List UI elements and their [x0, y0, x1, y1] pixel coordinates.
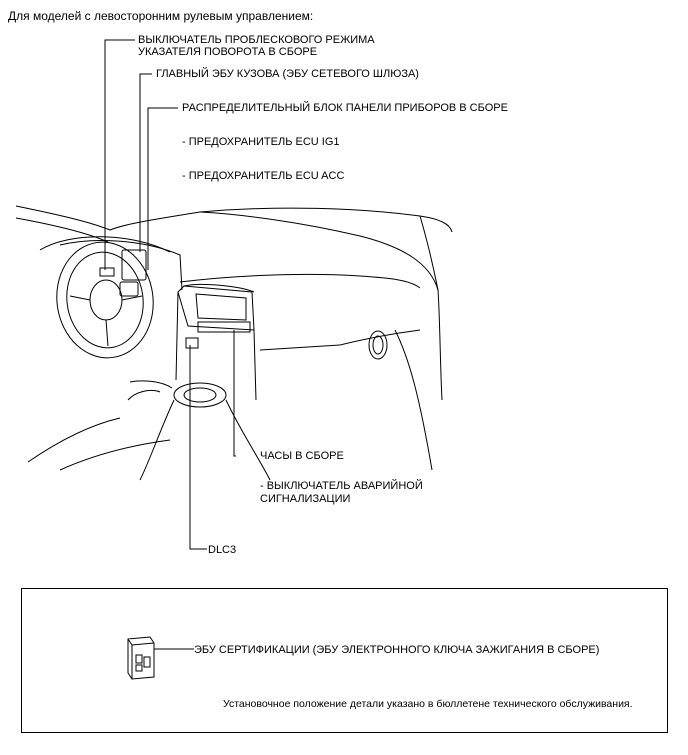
leader-lines: [104, 39, 236, 550]
hazard-flasher-switch-label: ВЫКЛЮЧАТЕЛЬ ПРОБЛЕСКОВОГО РЕЖИМА: [138, 34, 375, 46]
main-body-ecu-label: ГЛАВНЫЙ ЭБУ КУЗОВА (ЭБУ СЕТЕВОГО ШЛЮЗА): [156, 68, 419, 80]
center-console: [127, 380, 271, 481]
fuse-ig1-label: - ПРЕДОХРАНИТЕЛЬ ECU IG1: [182, 136, 340, 148]
air-vent: [368, 330, 388, 360]
dashboard-outline: [15, 205, 453, 471]
page-heading: Для моделей с левосторонним рулевым упра…: [8, 9, 314, 23]
certification-ecu-box: ЭБУ СЕРТИФИКАЦИИ (ЭБУ ЭЛЕКТРОННОГО КЛЮЧА…: [21, 588, 668, 733]
steering-wheel: [39, 236, 171, 359]
junction-block-label: РАСПРЕДЕЛИТЕЛЬНЫЙ БЛОК ПАНЕЛИ ПРИБОРОВ В…: [182, 102, 508, 114]
hazard-switch-label: - ВЫКЛЮЧАТЕЛЬ АВАРИЙНОЙ: [260, 480, 423, 492]
fuse-acc-label: - ПРЕДОХРАНИТЕЛЬ ECU ACC: [182, 170, 345, 182]
service-bulletin-note: Установочное положение детали указано в …: [223, 698, 633, 710]
certification-ecu-icon: [127, 636, 155, 680]
certification-leader-line: [154, 648, 194, 650]
hazard-switch-label-2: СИГНАЛИЗАЦИИ: [260, 493, 351, 505]
certification-ecu-label: ЭБУ СЕРТИФИКАЦИИ (ЭБУ ЭЛЕКТРОННОГО КЛЮЧА…: [194, 644, 600, 656]
clock-label: ЧАСЫ В СБОРЕ: [260, 450, 344, 462]
dlc3-label: DLC3: [208, 544, 237, 556]
hazard-flasher-switch-label-2: УКАЗАТЕЛЯ ПОВОРОТА В СБОРЕ: [138, 46, 318, 58]
dashboard-illustration: [15, 39, 453, 550]
instrument-cluster: [59, 240, 183, 297]
center-stack: [175, 283, 257, 401]
